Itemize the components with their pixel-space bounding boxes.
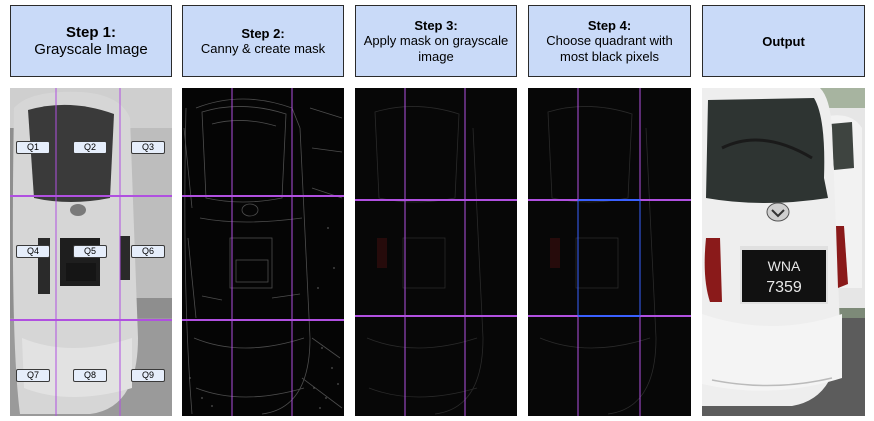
quadrant-label-q7: Q7 <box>16 369 50 382</box>
quadrant-label-q1: Q1 <box>16 141 50 154</box>
grayscale-car-image <box>10 88 172 416</box>
step2-desc: Canny & create mask <box>200 40 326 56</box>
output-box: Output <box>702 5 865 77</box>
grayscale-image-panel: Q1 Q2 Q3 Q4 Q5 Q6 Q7 Q8 Q9 <box>10 88 172 416</box>
plate-line2: 7359 <box>766 279 802 296</box>
quadrant-label-q9: Q9 <box>131 369 165 382</box>
output-car-image: WNA 7359 <box>702 88 865 416</box>
step2-box: Step 2: Canny & create mask <box>182 5 344 77</box>
step3-box: Step 3: Apply mask on grayscale image <box>355 5 517 77</box>
step1-desc: Grayscale Image <box>34 40 148 58</box>
quadrant-choice-image <box>528 88 691 416</box>
quadrant-label-q3: Q3 <box>131 141 165 154</box>
step1-box: Step 1: Grayscale Image <box>10 5 172 77</box>
masked-grayscale-image <box>355 88 517 416</box>
quadrant-label-q8: Q8 <box>73 369 107 382</box>
plate-line1: WNA <box>768 258 801 274</box>
license-plate <box>742 250 826 302</box>
step4-box: Step 4: Choose quadrant with most black … <box>528 5 691 77</box>
quadrant-label-q2: Q2 <box>73 141 107 154</box>
step4-title: Step 4: <box>587 17 632 33</box>
quadrant-label-q4: Q4 <box>16 245 50 258</box>
canny-mask-panel <box>182 88 344 416</box>
step3-desc: Apply mask on grayscale image <box>363 32 509 64</box>
quadrant-label-q5: Q5 <box>73 245 107 258</box>
masked-grayscale-panel <box>355 88 517 416</box>
quadrant-choice-panel <box>528 88 691 416</box>
step2-title: Step 2: <box>241 25 285 41</box>
selected-quadrant-highlight <box>577 199 641 317</box>
step1-title: Step 1: <box>65 23 116 41</box>
step4-desc: Choose quadrant with most black pixels <box>546 32 673 64</box>
output-panel: WNA 7359 <box>702 88 865 416</box>
output-title: Output <box>762 33 805 49</box>
quadrant-label-q6: Q6 <box>131 245 165 258</box>
canny-edge-image <box>182 88 344 416</box>
step3-title: Step 3: <box>414 17 458 33</box>
